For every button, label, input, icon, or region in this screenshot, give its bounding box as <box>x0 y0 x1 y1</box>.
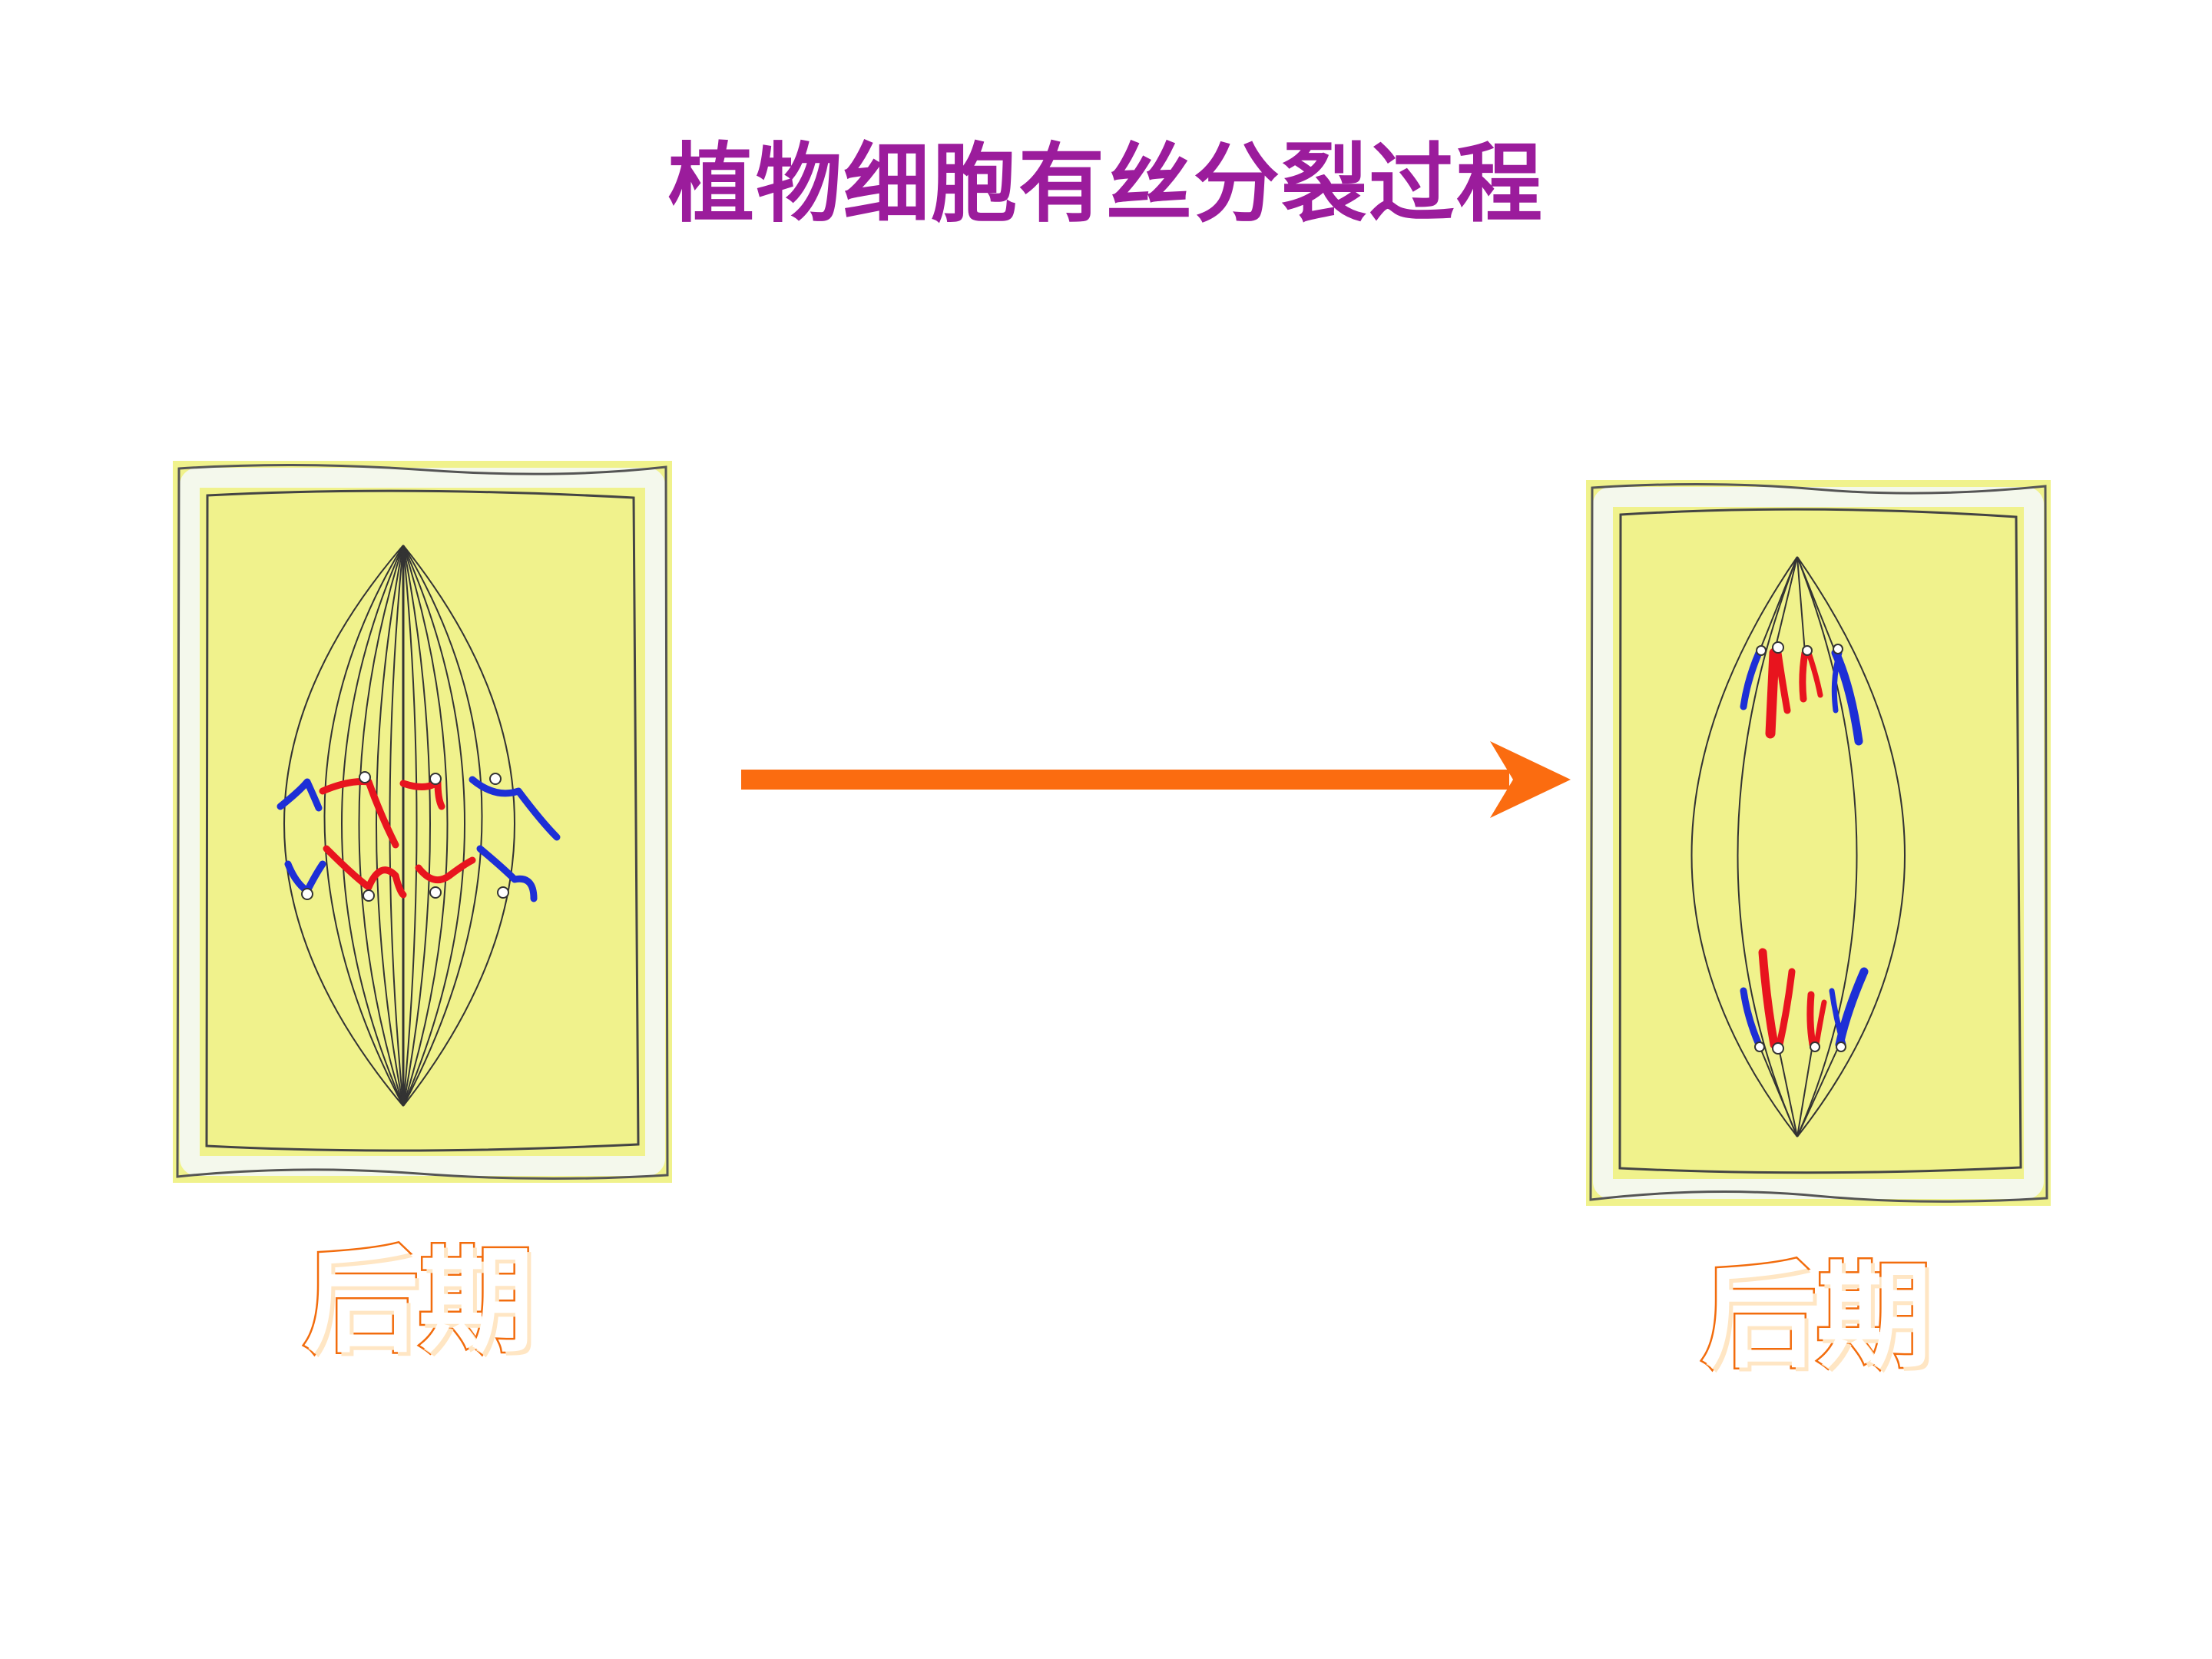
chromosome-blue <box>1829 988 1846 1048</box>
chromosomes-upper <box>1740 647 1863 746</box>
spindle-fibers <box>283 545 515 1107</box>
chromosomes-lower <box>1740 948 1869 1049</box>
chromosome-blue <box>1740 649 1763 710</box>
chromosome-red <box>1774 649 1791 714</box>
chromosome-blue <box>469 776 561 841</box>
chromosome-blue <box>276 778 323 812</box>
plant-cell-right-diagram <box>1586 480 2051 1206</box>
cell-wall-outline <box>1589 482 2048 1203</box>
chromosome-red <box>1765 647 1780 739</box>
chromosome-red <box>1799 649 1809 703</box>
cytoplasm <box>1618 508 2022 1174</box>
stage-label-left: 后期 <box>301 1233 535 1371</box>
chromosome-red <box>323 845 407 899</box>
chromosome-red <box>1806 650 1823 698</box>
centromeres <box>1754 641 1846 1055</box>
chromosome-blue <box>476 845 538 902</box>
chromosome-red <box>1758 948 1779 1049</box>
plant-cell-right <box>1586 480 2051 1206</box>
chromosome-blue <box>1831 650 1843 714</box>
plant-cell-left-diagram <box>173 461 672 1183</box>
stage-label-right: 后期 <box>1699 1249 1933 1386</box>
chromosome-red <box>415 856 476 884</box>
page-title: 植物细胞有丝分裂过程 <box>668 134 1544 234</box>
chromosome-blue <box>1740 987 1763 1048</box>
cell-wall-band <box>1593 487 2044 1199</box>
centromeres <box>301 771 509 902</box>
cell-wall-band <box>180 468 665 1176</box>
chromosome-red <box>1813 999 1827 1048</box>
cell-wall-outline <box>176 463 669 1181</box>
cytoplasm <box>205 489 640 1152</box>
spindle-fibers <box>1690 556 1906 1137</box>
plant-cell-left <box>173 461 672 1183</box>
chromosome-red <box>1806 991 1816 1048</box>
chromosome-red <box>1776 968 1796 1048</box>
right-arrow-icon <box>741 741 1571 818</box>
